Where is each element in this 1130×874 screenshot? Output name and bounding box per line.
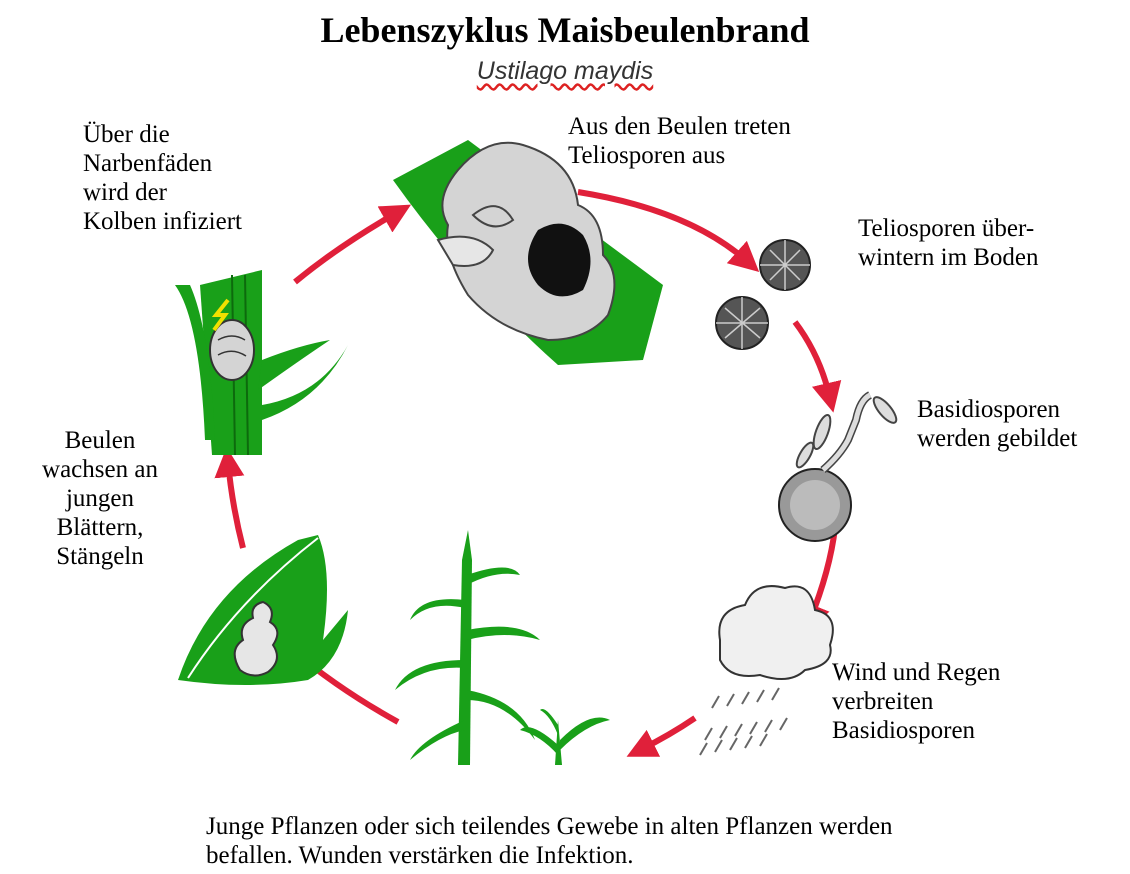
arrow-ear-to-gall [295,212,398,282]
label-overwinter: Teliosporen über-wintern im Boden [858,214,1039,272]
cycle-arrows [228,192,835,750]
basidiospores-icon [779,394,900,541]
leaf-with-gall-icon [178,535,348,685]
label-young-infection: Junge Pflanzen oder sich teilendes Geweb… [206,812,893,870]
arrow-wind-to-plants [640,718,695,750]
young-corn-plants-icon [395,530,610,765]
arrow-leaf-to-stem [228,462,243,548]
arrow-gall-to-spores [578,192,748,262]
corn-ear-infection-icon [175,270,348,455]
teliospores-icon [716,240,810,349]
arrow-plants-to-leaf [292,650,398,722]
arrow-basidio-to-wind [810,528,835,620]
infected-leaf-gall [393,140,663,365]
arrow-spores-to-basidio [795,322,830,398]
